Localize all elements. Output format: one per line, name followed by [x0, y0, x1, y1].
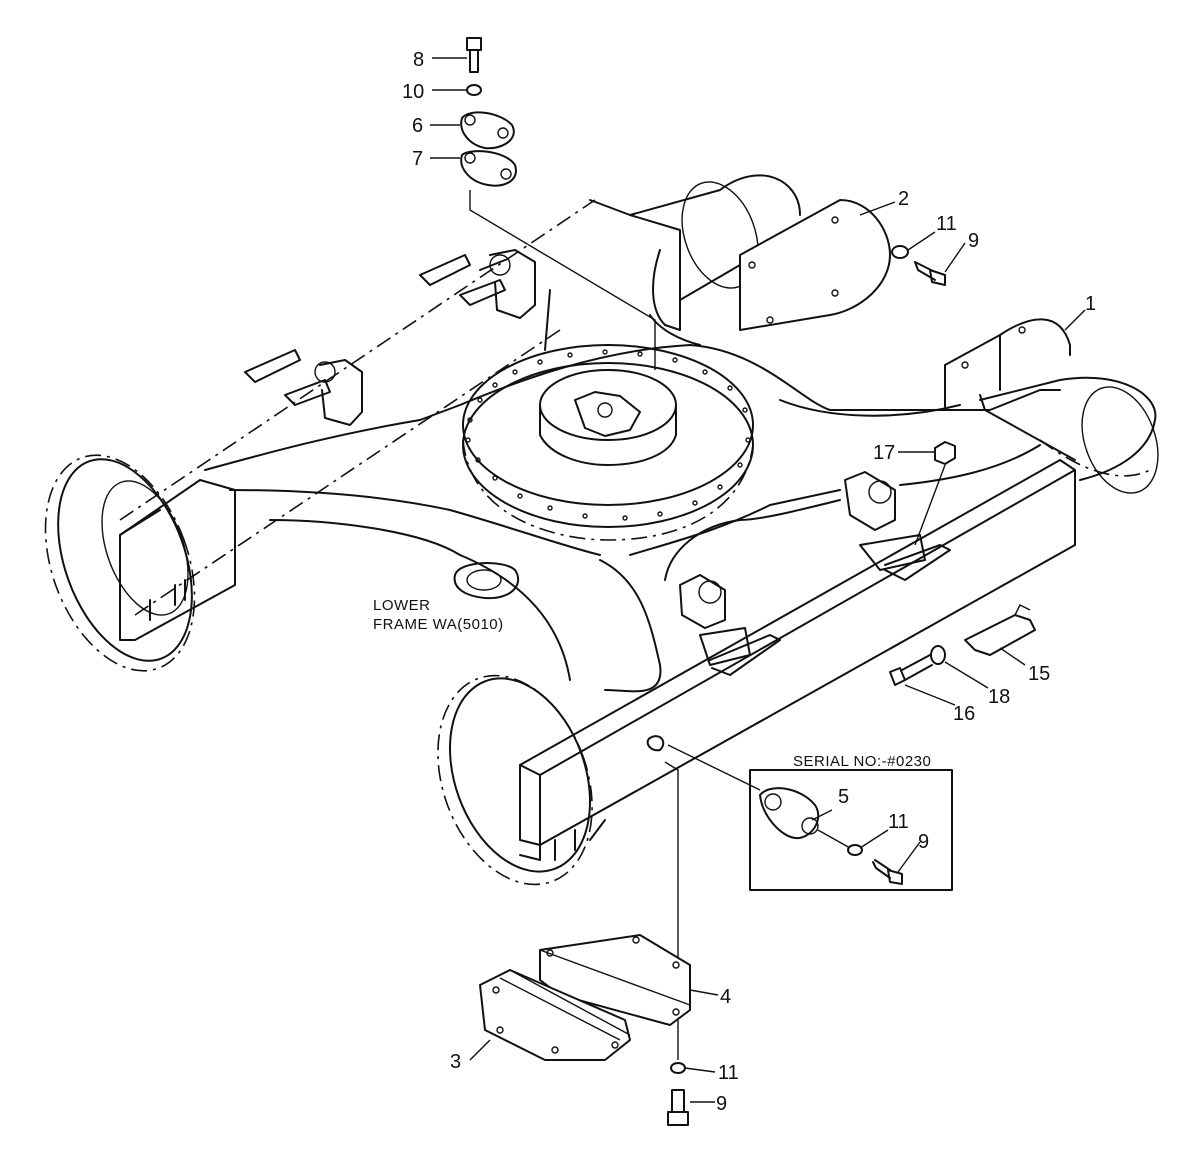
serial-box [749, 769, 953, 891]
frame-label-line1: LOWER [373, 597, 431, 614]
cover-plate-2 [739, 199, 891, 331]
fasteners [460, 37, 956, 1126]
callout-18: 18 [988, 686, 1010, 708]
callout-7: 7 [412, 148, 423, 170]
frame-label-line2: FRAME WA(5010) [373, 616, 504, 633]
callout-10: 10 [402, 81, 424, 103]
text-labels: LOWER FRAME WA(5010) SERIAL NO:-#0230 [373, 597, 931, 770]
callout-5: 5 [838, 786, 849, 808]
roller-guards [244, 249, 1036, 676]
callout-6: 6 [412, 115, 423, 137]
callout-15: 15 [1028, 663, 1050, 685]
callout-4: 4 [720, 986, 731, 1008]
callout-9-lower: 9 [716, 1093, 727, 1115]
callout-17: 17 [873, 442, 895, 464]
callout-9-upper: 9 [968, 230, 979, 252]
leader-lines [430, 57, 1086, 1103]
callout-labels: 8 10 6 7 2 11 9 1 17 15 18 16 5 11 9 4 3… [402, 49, 1096, 1115]
serial-number-label: SERIAL NO:-#0230 [793, 753, 931, 770]
callout-11-lower: 11 [718, 1062, 739, 1084]
callout-2: 2 [898, 188, 909, 210]
callout-3: 3 [450, 1051, 461, 1073]
callout-11-upper: 11 [936, 213, 957, 235]
callout-9-serial: 9 [918, 831, 929, 853]
track-frame-right [437, 174, 1159, 886]
callout-11-serial: 11 [888, 811, 909, 833]
callout-1: 1 [1085, 293, 1096, 315]
callout-16: 16 [953, 703, 975, 725]
bottom-plates [479, 934, 691, 1061]
callout-8: 8 [413, 49, 424, 71]
lower-frame [204, 289, 1061, 693]
track-frame-left [44, 199, 596, 672]
